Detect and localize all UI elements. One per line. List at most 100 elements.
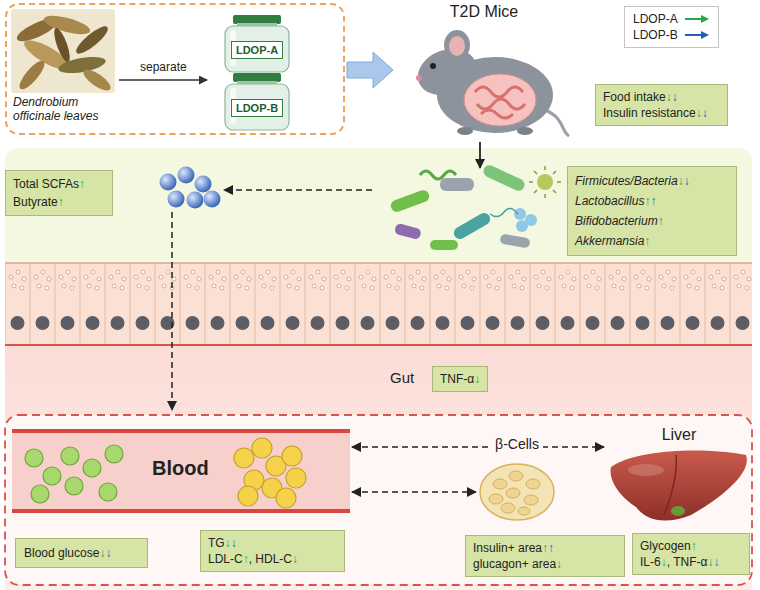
flow-arrow bbox=[171, 212, 173, 410]
trend-arrow: ↓ bbox=[474, 372, 480, 386]
node-text: Akkermansia↑ bbox=[575, 231, 729, 251]
trend-arrow: ↓ bbox=[99, 546, 105, 560]
bacteria bbox=[516, 220, 528, 232]
node-text: TG↓↓ bbox=[208, 535, 337, 551]
blood-vessel bbox=[12, 429, 350, 433]
blood-vessel bbox=[105, 445, 123, 463]
legend-entry: LDOP-B bbox=[633, 27, 710, 43]
blood-vessel bbox=[25, 449, 43, 467]
trend-arrow: ↑ bbox=[644, 234, 650, 248]
mouse-figure bbox=[545, 110, 569, 136]
node-text: Insulin resistance↓↓ bbox=[603, 105, 720, 121]
blood-vessel bbox=[286, 468, 306, 488]
bacteria bbox=[440, 178, 474, 191]
blood-vessel: Blood bbox=[12, 428, 350, 514]
scfa-molecules bbox=[178, 167, 195, 184]
node-text: Butyrate↑ bbox=[13, 193, 105, 211]
source-panel bbox=[73, 23, 111, 58]
beta-cell-cluster bbox=[518, 507, 530, 515]
node-text: Lactobacillus↑↑ bbox=[575, 191, 729, 211]
mouse-figure bbox=[517, 127, 533, 135]
tissue-ground bbox=[5, 345, 752, 590]
mouse-figure bbox=[457, 127, 473, 135]
tissue-ground bbox=[5, 345, 752, 590]
source-panel bbox=[51, 26, 73, 63]
effect-box: Firmicutes/Bacteria↓↓Lactobacillus↑↑Bifi… bbox=[567, 166, 737, 256]
bacteria bbox=[490, 208, 518, 216]
legend-swatch bbox=[684, 30, 710, 40]
bacteria bbox=[389, 189, 431, 214]
dashed-connector bbox=[352, 446, 604, 448]
bacteria bbox=[452, 211, 493, 241]
beta-cell-cluster: β-Cells bbox=[478, 462, 556, 522]
node-text: Food intake↓↓ bbox=[603, 89, 720, 105]
blood-vessel bbox=[99, 483, 117, 501]
scfa-molecules bbox=[160, 167, 221, 209]
blood-vessel bbox=[12, 432, 350, 510]
node-text: Blood glucose↓↓ bbox=[24, 545, 139, 561]
legend-text: LDOP-B bbox=[633, 27, 678, 43]
node-text: Total SCFAs↑ bbox=[13, 175, 105, 193]
trend-arrow: ↓ bbox=[684, 174, 690, 188]
beta-cell-cluster bbox=[478, 462, 556, 522]
liver-figure bbox=[628, 464, 664, 476]
scfa-molecules bbox=[168, 191, 185, 208]
trend-arrow: ↓ bbox=[672, 90, 678, 104]
node-text: Glycogen↑ bbox=[640, 538, 742, 554]
beta-cell-cluster bbox=[493, 479, 507, 489]
flow-arrow bbox=[347, 52, 393, 88]
mouse-figure bbox=[416, 75, 422, 81]
trend-arrow: ↓ bbox=[292, 552, 298, 566]
beta-cell-cluster bbox=[489, 494, 503, 504]
node-text: Insulin+ area↑↑ bbox=[473, 540, 617, 556]
node-text: Bifidobacterium↑ bbox=[575, 211, 729, 231]
flow-arrow bbox=[224, 189, 372, 191]
trend-arrow: ↓ bbox=[702, 106, 708, 120]
source-panel bbox=[42, 12, 92, 38]
organ-panel bbox=[5, 415, 752, 585]
beta-cell-cluster bbox=[489, 471, 540, 515]
trend-arrow: ↑ bbox=[58, 195, 64, 209]
effect-box: Glycogen↑IL-6↓, TNF-α↓↓ bbox=[632, 533, 750, 575]
organ-panel bbox=[5, 415, 752, 585]
node-text: IL-6↓, TNF-α↓↓ bbox=[640, 554, 742, 570]
epithelium bbox=[5, 263, 752, 345]
process-label: separate bbox=[140, 60, 187, 75]
beta-cell-cluster bbox=[524, 495, 538, 505]
mouse-figure bbox=[430, 63, 436, 69]
trend-arrow: ↓ bbox=[666, 90, 672, 104]
dashed-connector bbox=[352, 491, 476, 493]
mouse-figure bbox=[395, 0, 573, 140]
bacteria bbox=[430, 240, 458, 250]
bacteria bbox=[482, 163, 527, 192]
scfa-molecules bbox=[187, 192, 204, 209]
blood-vessel bbox=[12, 509, 350, 513]
liver-figure bbox=[664, 455, 676, 515]
legend-swatch bbox=[701, 15, 709, 23]
trend-arrow: ↓ bbox=[231, 536, 237, 550]
blood-vessel bbox=[234, 448, 254, 468]
source-panel bbox=[119, 79, 207, 81]
effect-box: TNF-α↓ bbox=[432, 366, 488, 392]
legend: LDOP-ALDOP-B bbox=[624, 6, 719, 48]
trend-arrow: ↑ bbox=[644, 194, 650, 208]
mouse-figure: T2D Mice bbox=[395, 0, 573, 140]
extract-jar bbox=[225, 84, 289, 130]
scfa-molecules bbox=[195, 176, 212, 193]
blood-vessel bbox=[83, 459, 101, 477]
mouse-figure bbox=[464, 74, 536, 126]
blood-vessel bbox=[276, 488, 296, 508]
effect-box: Food intake↓↓Insulin resistance↓↓ bbox=[595, 84, 728, 126]
legend-swatch bbox=[685, 18, 703, 20]
extract-jar: LDOP-A bbox=[217, 15, 297, 73]
trend-arrow: ↓ bbox=[225, 536, 231, 550]
legend-swatch bbox=[684, 14, 710, 24]
node-label: Dendrobium officinale leaves bbox=[13, 95, 121, 123]
mouse-figure bbox=[444, 30, 470, 60]
flow-arrow bbox=[479, 142, 481, 168]
trend-arrow: ↑ bbox=[79, 177, 85, 191]
trend-arrow: ↑ bbox=[691, 539, 697, 553]
beta-cell-cluster bbox=[501, 503, 515, 513]
node-text: Firmicutes/Bacteria↓↓ bbox=[575, 171, 729, 191]
